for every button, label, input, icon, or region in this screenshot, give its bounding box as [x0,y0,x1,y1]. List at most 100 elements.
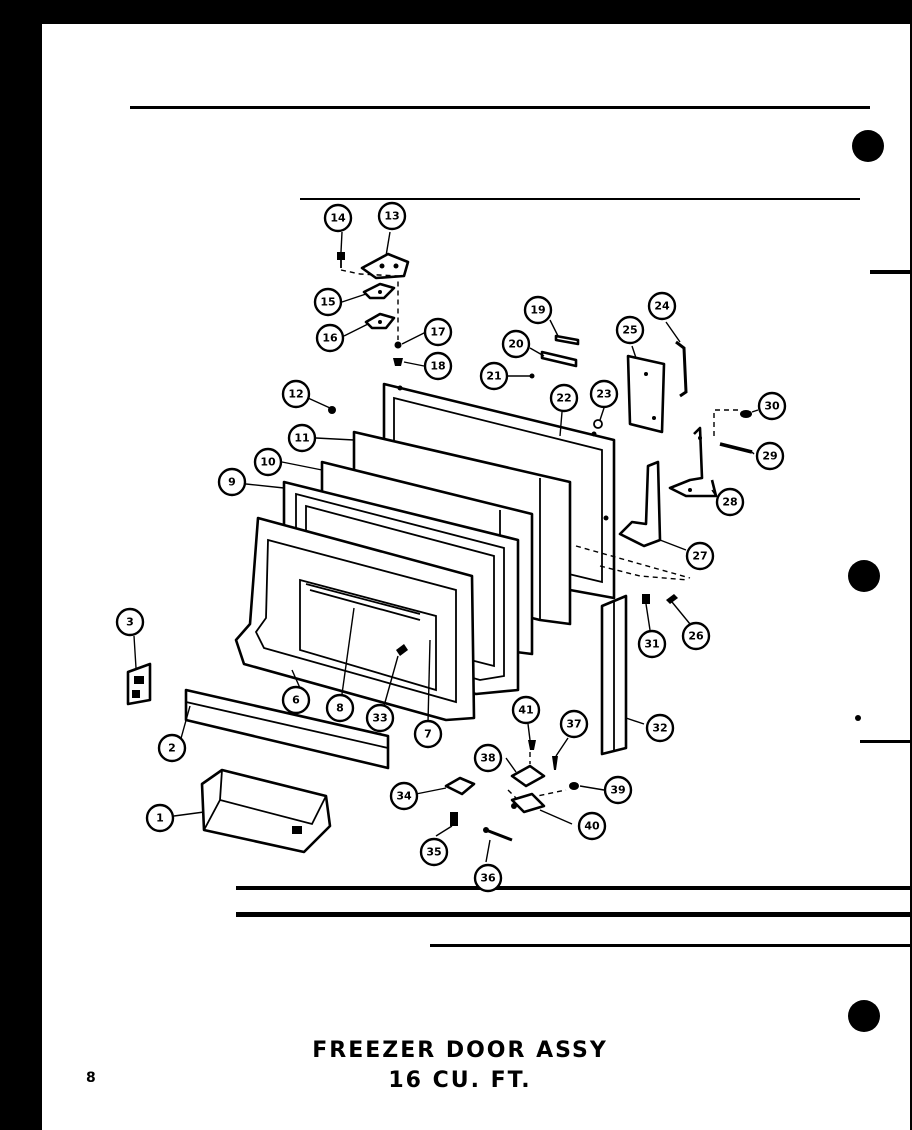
callout-20: 20 [501,329,531,359]
callout-16: 16 [315,323,345,353]
svg-text:35: 35 [426,846,441,859]
svg-text:37: 37 [566,718,581,731]
diagram-title: FREEZER DOOR ASSY 16 CU. FT. [250,1036,670,1096]
scan-dot [855,715,861,721]
part-32-trim-strip [600,594,628,756]
svg-text:24: 24 [654,300,670,313]
svg-text:20: 20 [508,338,524,351]
svg-text:38: 38 [480,752,495,765]
svg-text:7: 7 [424,728,432,741]
part-16-hinge-shim [364,312,396,330]
part-15-hinge-shim [362,282,396,300]
callout-7: 7 [413,719,443,749]
svg-text:6: 6 [292,694,300,707]
svg-text:9: 9 [228,476,236,489]
scan-streak [870,270,912,274]
part-14-screw [337,252,345,268]
svg-text:2: 2 [168,742,176,755]
callout-35: 35 [419,837,449,867]
part-31-clip [642,594,650,604]
part-3-latch [126,662,152,706]
scan-streak [300,198,860,200]
callout-21: 21 [479,361,509,391]
callout-26: 26 [681,621,711,651]
svg-text:15: 15 [320,296,335,309]
scan-streak [236,912,912,917]
callout-25: 25 [615,315,645,345]
binder-hole [848,560,880,592]
part-28-bracket [668,426,718,498]
callout-10: 10 [253,447,283,477]
callout-34: 34 [389,781,419,811]
svg-text:27: 27 [692,550,707,563]
title-line-2: 16 CU. FT. [388,1068,532,1093]
svg-text:30: 30 [764,400,780,413]
svg-text:39: 39 [610,784,625,797]
callout-40: 40 [577,811,607,841]
part-37-screw [552,756,558,770]
svg-text:18: 18 [430,360,445,373]
part-40-cam [510,792,546,814]
leader-lines [133,231,759,863]
callout-3: 3 [115,607,145,637]
svg-text:31: 31 [644,638,659,651]
part-38-bottom-hinge [510,764,546,788]
part-24-handle [675,340,688,398]
part-39-screw [569,782,579,790]
part-2-bottom-trim [184,688,390,770]
callout-11: 11 [287,423,317,453]
page-number: 8 [86,1070,96,1086]
callout-30: 30 [757,391,787,421]
svg-text:41: 41 [518,704,533,717]
svg-text:28: 28 [722,496,737,509]
callout-33: 33 [365,703,395,733]
scan-streak [860,740,912,743]
svg-text:17: 17 [430,326,445,339]
callout-39: 39 [603,775,633,805]
part-30-screw [740,410,752,418]
callout-36: 36 [473,863,503,893]
callout-29: 29 [755,441,785,471]
svg-text:22: 22 [556,392,571,405]
callout-22: 22 [549,383,579,413]
part-20-strip [540,350,578,368]
svg-text:21: 21 [486,370,501,383]
part-7-inner-door-liner [234,516,476,722]
callout-27: 27 [685,541,715,571]
part-35-bushing [450,812,458,826]
callout-18: 18 [423,351,453,381]
part-36-pin [483,827,513,842]
callout-14: 14 [323,203,353,233]
svg-text:8: 8 [336,702,344,715]
svg-text:10: 10 [260,456,276,469]
svg-text:13: 13 [384,210,399,223]
callout-32: 32 [645,713,675,743]
part-13-top-hinge [360,252,410,280]
part-1-door-bin [200,768,332,854]
callout-38: 38 [473,743,503,773]
svg-text:36: 36 [480,872,496,885]
svg-text:40: 40 [584,820,600,833]
callout-28: 28 [715,487,745,517]
svg-text:16: 16 [322,332,338,345]
binder-hole [848,1000,880,1032]
svg-text:33: 33 [372,712,387,725]
svg-text:26: 26 [688,630,704,643]
svg-text:11: 11 [294,432,309,445]
scan-streak [430,944,912,947]
part-21-screw [529,373,535,379]
svg-text:29: 29 [762,450,777,463]
callout-31: 31 [637,629,667,659]
callout-12: 12 [281,379,311,409]
part-17-18-hinge-pin [393,341,403,366]
callout-41: 41 [511,695,541,725]
part-29-pin [719,442,753,454]
svg-text:3: 3 [126,616,134,629]
part-25-plate [626,354,666,434]
svg-text:25: 25 [622,324,637,337]
svg-text:23: 23 [596,388,611,401]
scan-streak [236,886,912,890]
callout-17: 17 [423,317,453,347]
